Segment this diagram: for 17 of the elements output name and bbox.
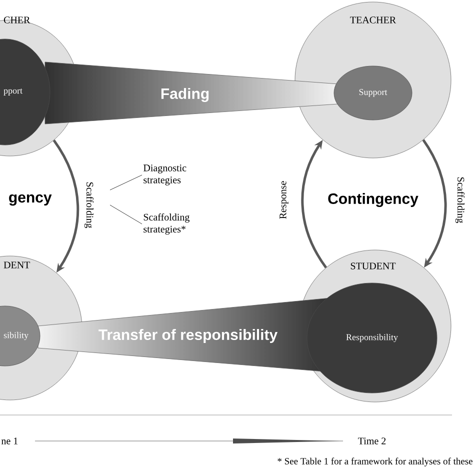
leader-line bbox=[110, 174, 142, 190]
leader-line bbox=[110, 204, 142, 224]
ellipse-region: pport bbox=[0, 38, 50, 146]
edge-label: Scaffolding bbox=[455, 177, 465, 224]
note-text: Diagnostic strategies bbox=[143, 164, 186, 186]
time-label: ne 1 bbox=[1, 438, 18, 444]
ellipse-region: Responsibility bbox=[306, 282, 438, 394]
edge-label: Scaffolding bbox=[84, 182, 94, 228]
time-label: Time 2 bbox=[358, 438, 386, 444]
ellipse-region: Support bbox=[334, 66, 412, 120]
ellipse-region: sibility bbox=[0, 306, 40, 366]
edge-label: Response bbox=[280, 181, 288, 219]
gradient-band: Fading bbox=[44, 62, 338, 124]
note-text: Scaffolding strategies* bbox=[144, 213, 190, 235]
heading-text: Contingency bbox=[328, 192, 418, 208]
footnote: * See Table 1 for a framework for analyses of these bbox=[278, 458, 472, 466]
heading-text: gency bbox=[9, 194, 52, 206]
